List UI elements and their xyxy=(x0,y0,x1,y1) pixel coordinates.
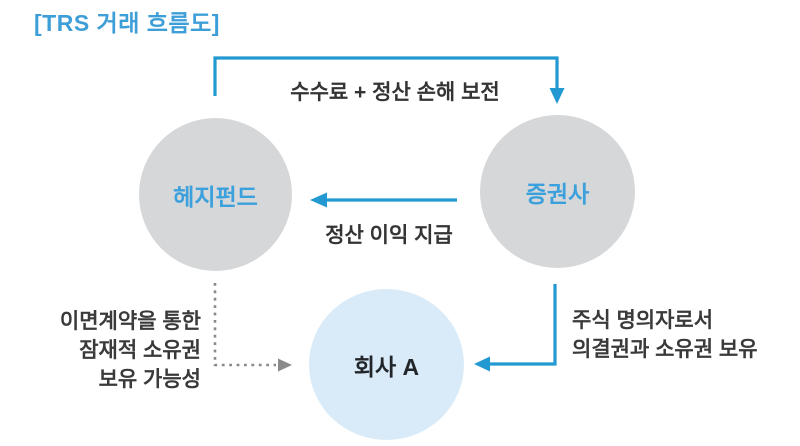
node-hedge-fund-label: 헤지펀드 xyxy=(173,183,258,210)
fee-compensation-arrow xyxy=(213,56,565,104)
node-company-a: 회사 A xyxy=(309,289,464,440)
node-securities-firm-label: 증권사 xyxy=(525,180,590,207)
side-contract-note-line1: 이면계약을 통한 xyxy=(59,310,201,333)
nominee-rights-note: 주식 명의자로서 의결권과 소유권 보유 xyxy=(572,306,797,364)
arrowhead-left-icon xyxy=(310,192,327,208)
diagram-title: [TRS 거래 흐름도] xyxy=(34,10,220,36)
fee-compensation-label: 수수료 + 정산 손해 보전 xyxy=(290,81,500,104)
nominee-rights-note-line2: 의결권과 소유권 보유 xyxy=(572,338,758,361)
side-contract-note-line2: 잠재적 소유권 xyxy=(79,339,201,362)
side-contract-note-line3: 보유 가능성 xyxy=(98,368,201,391)
node-securities-firm: 증권사 xyxy=(480,115,635,268)
arrowhead-right-icon xyxy=(278,358,292,372)
arrowhead-left-icon xyxy=(474,356,490,372)
side-contract-note: 이면계약을 통한 잠재적 소유권 보유 가능성 xyxy=(30,307,201,394)
nominee-rights-note-line1: 주식 명의자로서 xyxy=(572,309,714,332)
node-company-a-label: 회사 A xyxy=(353,353,420,380)
side-contract-dotted-arrow xyxy=(213,283,292,372)
settlement-profit-arrow xyxy=(310,192,457,208)
node-hedge-fund: 헤지펀드 xyxy=(139,118,292,271)
nominee-rights-arrow xyxy=(474,284,557,372)
arrowhead-down-icon xyxy=(549,88,565,104)
settlement-profit-label: 정산 이익 지급 xyxy=(325,224,453,247)
